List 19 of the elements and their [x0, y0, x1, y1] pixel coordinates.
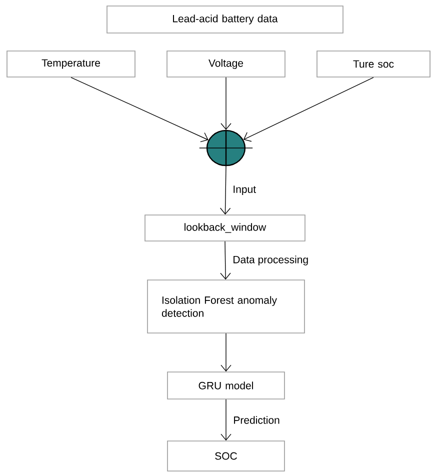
process-box: Isolation Forest anomaly detection [147, 280, 305, 334]
arrow [220, 77, 232, 130]
arrow [220, 166, 231, 215]
process-box: Temperature [6, 50, 136, 78]
process-box: Voltage [166, 50, 286, 78]
edge-label: Input [234, 186, 256, 196]
arrow [220, 241, 231, 280]
arrow [220, 333, 232, 372]
edge-label: Data processing [234, 256, 308, 266]
summing-junction [199, 130, 253, 166]
arrow [243, 77, 374, 142]
process-box: GRU model [167, 372, 285, 400]
process-box: Ture soc [316, 50, 430, 78]
process-box: SOC [167, 440, 285, 472]
arrow [70, 77, 208, 142]
process-box: Lead-acid battery data [106, 6, 344, 34]
arrow [220, 399, 232, 441]
process-box: lookback_window [144, 214, 306, 242]
edge-label: Prediction [234, 416, 280, 424]
